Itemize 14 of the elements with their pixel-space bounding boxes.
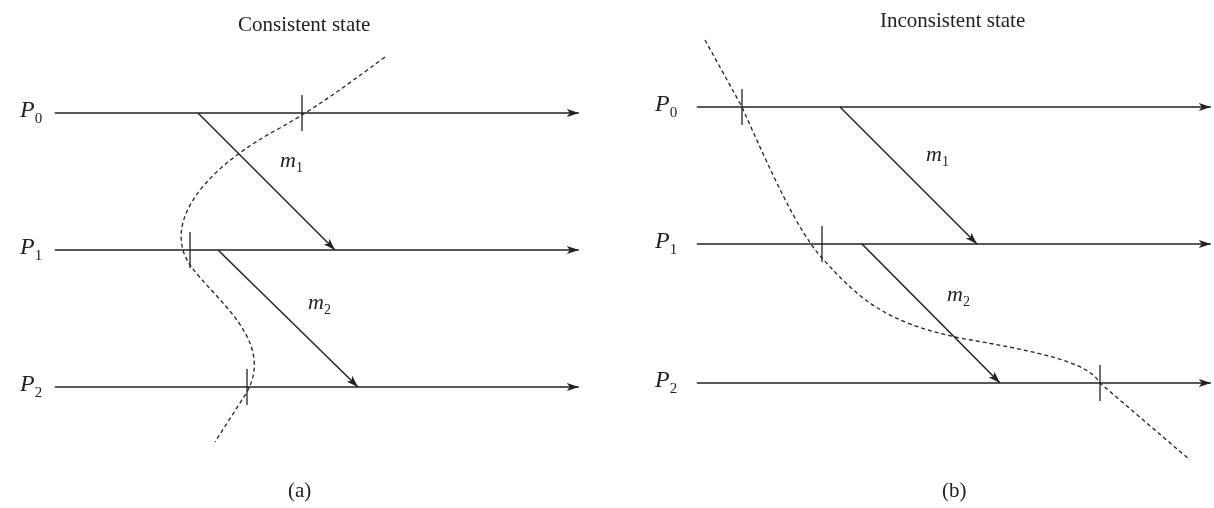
panel-title: Inconsistent state <box>880 8 1026 32</box>
process-label: P$_{2}$ <box>655 364 678 398</box>
process-label: P$_{0}$ <box>20 94 43 128</box>
message-arrow <box>861 243 1001 384</box>
panel-caption: (b) <box>942 478 967 502</box>
panel-title: Consistent state <box>238 12 371 36</box>
process-label: P$_{0}$ <box>655 88 678 122</box>
panel-caption: (a) <box>288 478 312 502</box>
process-label: P$_{2}$ <box>20 368 43 402</box>
message-arrow <box>839 106 978 245</box>
process-label: P$_{1}$ <box>20 231 43 265</box>
message-arrow <box>217 249 359 388</box>
message-arrow <box>197 112 336 251</box>
process-label: P$_{1}$ <box>655 225 678 259</box>
